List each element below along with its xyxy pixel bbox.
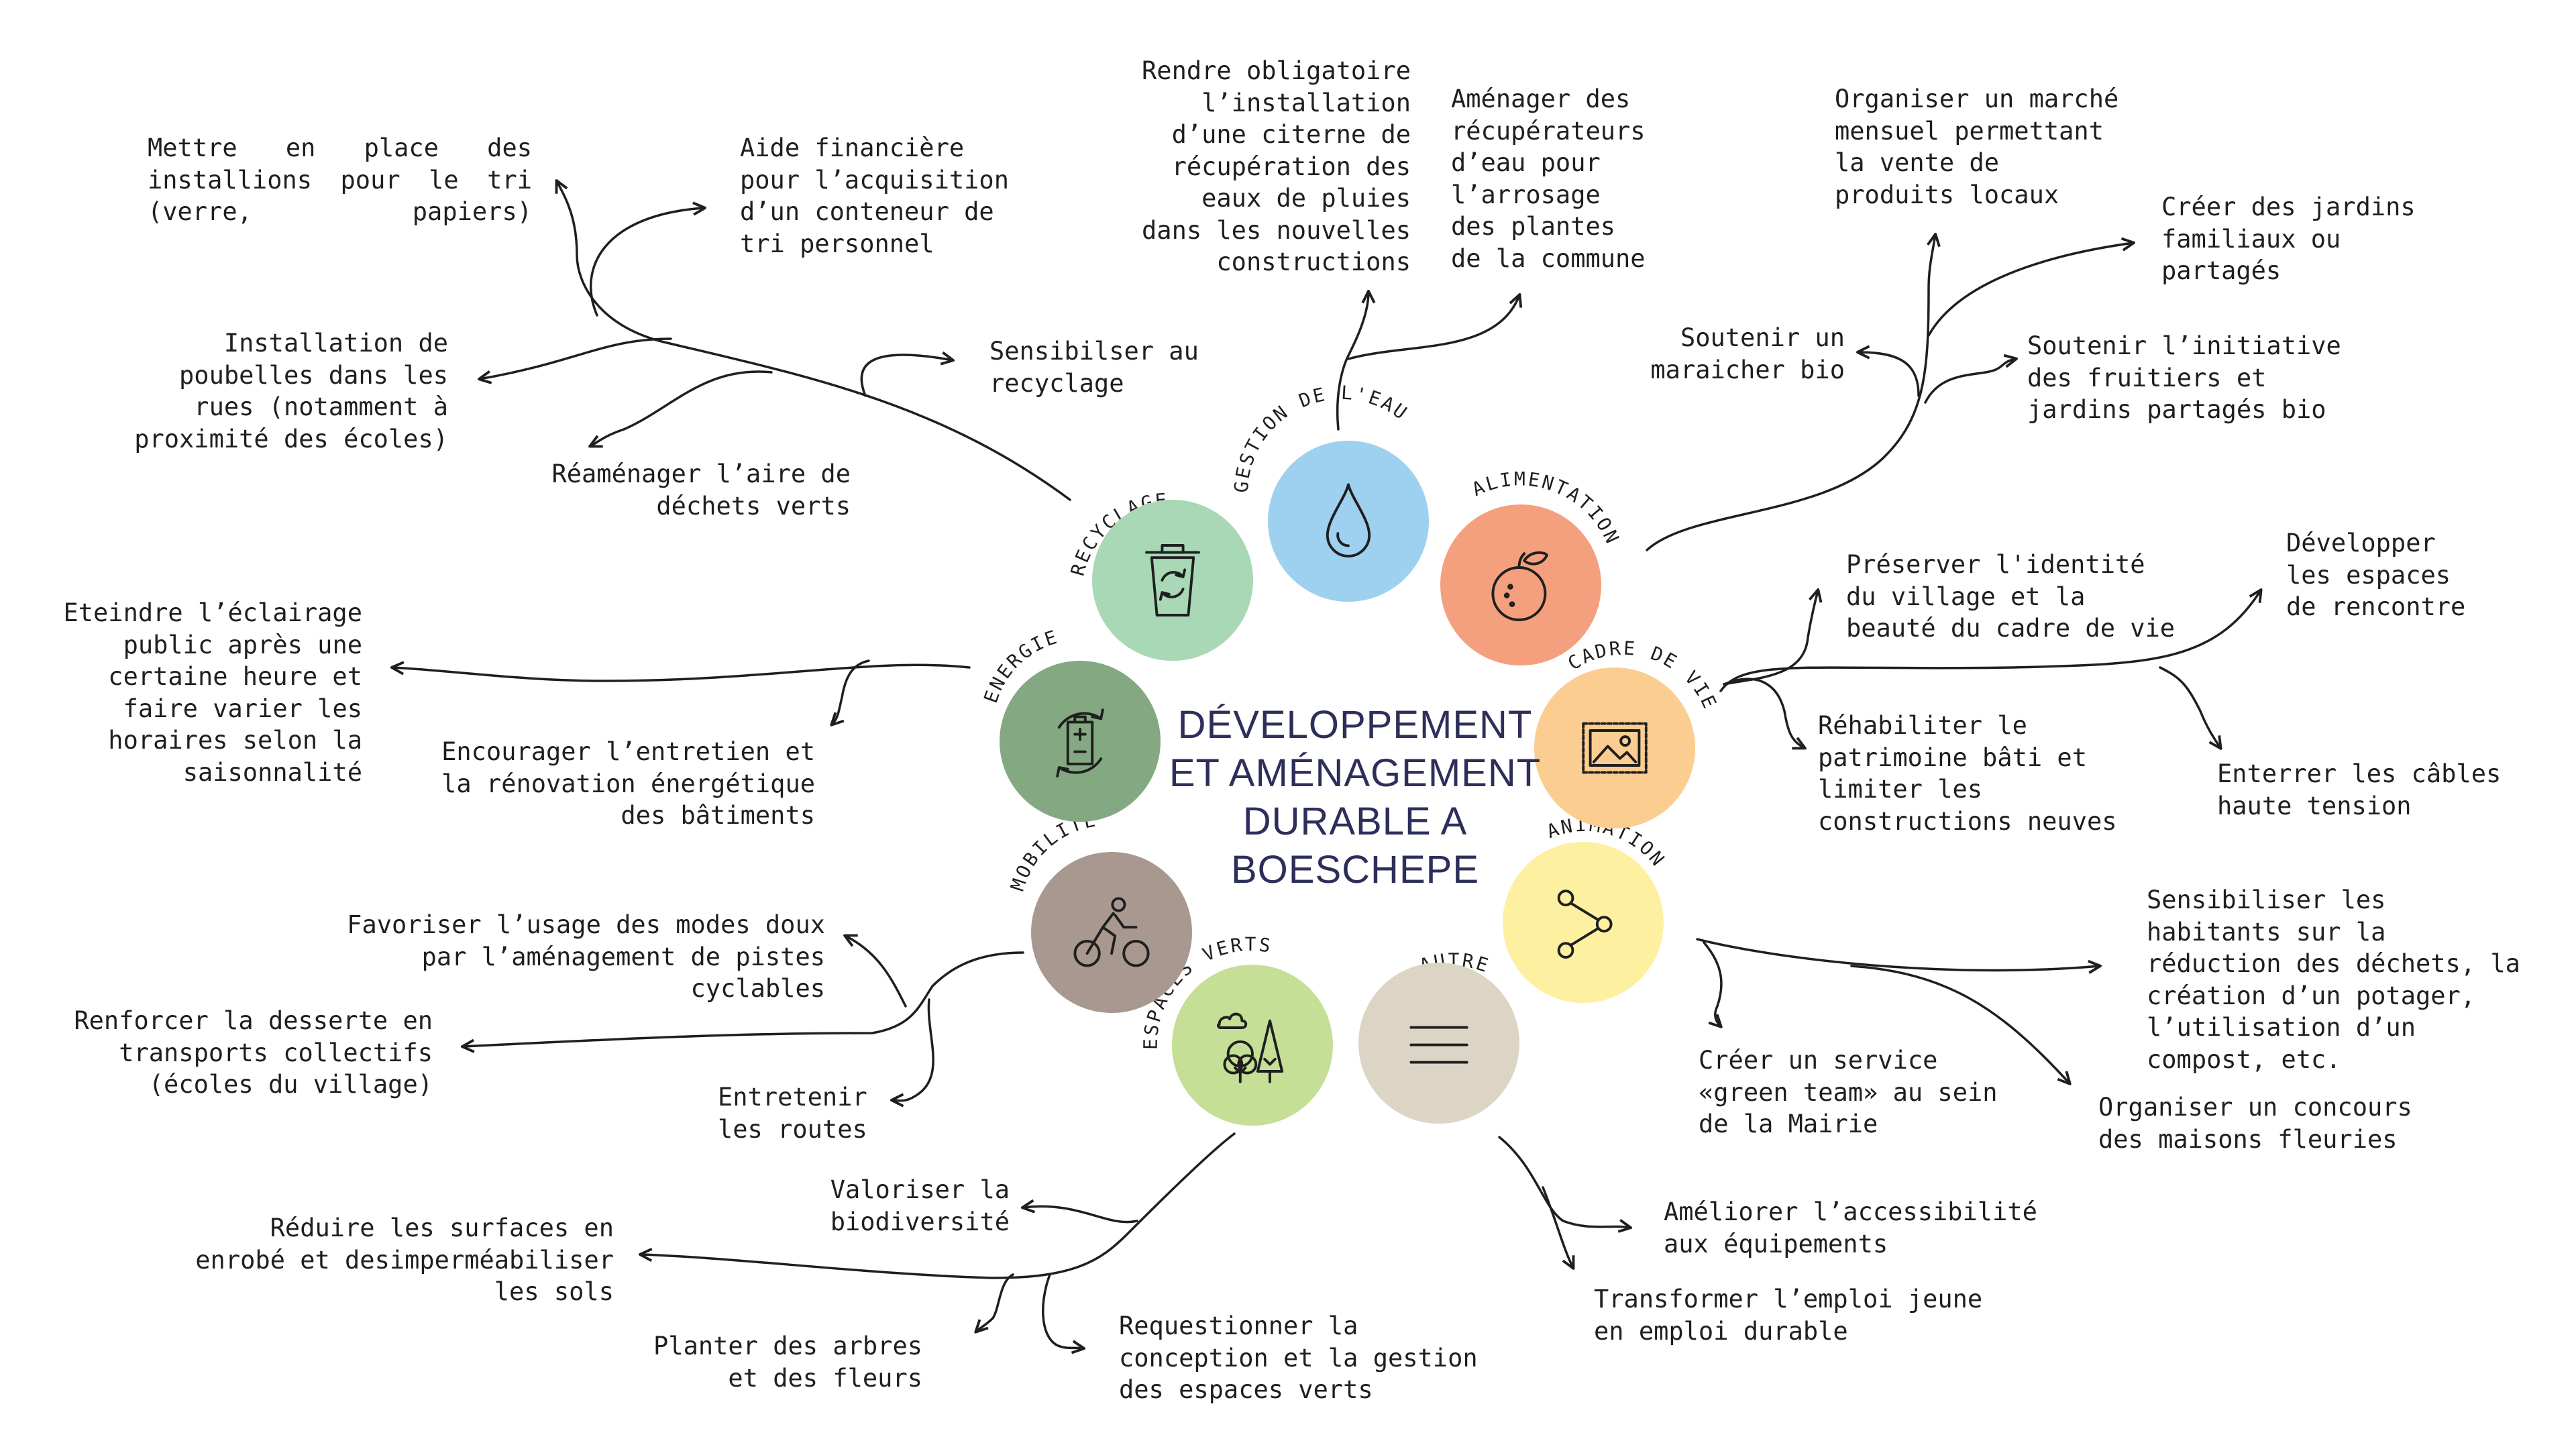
arrow-espaces-main: [638, 1132, 1236, 1279]
action-espaces-valoriser: Valoriser la biodiversité: [830, 1175, 1010, 1236]
central-title: DÉVELOPPEMENT ET AMÉNAGEMENT DURABLE A B…: [1140, 701, 1570, 894]
action-recyclage-sensibiliser: Sensibilser au recyclage: [989, 337, 1199, 398]
title-line: ET AMÉNAGEMENT: [1169, 751, 1542, 795]
arrow-autre-emploi: [1542, 1186, 1575, 1270]
arrow-eau-recup: [1347, 293, 1523, 360]
orange-fruit-icon: [1491, 551, 1548, 621]
arrow-anim-concours: [1850, 965, 2072, 1085]
action-cadre-rehabiliter: Réhabiliter le patrimoine bâti et limite…: [1818, 711, 2117, 836]
title-line: BOESCHEPE: [1231, 848, 1479, 892]
action-eau-recup: Aménager des récupérateurs d’eau pour l’…: [1451, 85, 1646, 273]
arrow-alim-main: [1646, 232, 1941, 551]
category-circle-energie: [1000, 661, 1161, 822]
action-espaces-surfaces: Réduire les surfaces en enrobé et desimp…: [195, 1214, 614, 1306]
arrow-recyclage-poubelles: [477, 337, 672, 384]
arrow-espaces-valoriser: [1020, 1199, 1138, 1224]
menu-lines-icon: [1409, 1026, 1468, 1064]
category-circle-recyclage: [1092, 500, 1253, 661]
title-line: DURABLE A: [1242, 800, 1468, 843]
recycle-bin-icon: [1145, 544, 1200, 616]
arrow-cadre-cables: [2159, 666, 2222, 750]
battery-cycle-icon: [1056, 708, 1104, 777]
landscape-picture-icon: [1582, 722, 1648, 774]
action-alim-jardins: Créer des jardins familiaux ou partagés: [2161, 193, 2416, 285]
arrow-recyclage-tri: [555, 179, 1071, 501]
arrow-mob-routes: [890, 998, 934, 1108]
arrow-alim-jardins: [1927, 237, 2136, 337]
action-eau-citerne: Rendre obligatoire l’installation d’une …: [1142, 56, 1411, 276]
category-circle-alimentation: [1440, 504, 1601, 665]
arrow-energie-main: [390, 661, 971, 682]
action-mob-routes: Entretenir les routes: [718, 1083, 867, 1144]
arrow-eau-citerne: [1336, 289, 1376, 431]
share-nodes-icon: [1557, 890, 1613, 959]
arrow-espaces-planter: [974, 1273, 1014, 1334]
action-energie-eclairage: Eteindre l’éclairage public après une ce…: [63, 598, 362, 787]
water-drop-icon: [1326, 483, 1371, 557]
action-recyclage-aide: Aide financière pour l’acquisition d’un …: [740, 133, 1009, 258]
action-alim-fruitiers: Soutenir l’initiative des fruitiers et j…: [2027, 331, 2341, 424]
action-autre-emploi: Transformer l’emploi jeune en emploi dur…: [1594, 1285, 1983, 1346]
category-circle-cadre: [1534, 667, 1695, 828]
arrow-cadre-main: [1719, 588, 2263, 692]
action-recyclage-dechets: Réaménager l’aire de déchets verts: [551, 460, 851, 521]
action-anim-sensibiliser: Sensibiliser les habitants sur la réduct…: [2147, 885, 2520, 1074]
arrow-anim-green: [1703, 941, 1723, 1028]
category-circle-autre: [1358, 963, 1519, 1124]
arrow-alim-fruitiers: [1924, 354, 2019, 404]
action-alim-marche: Organiser un marché mensuel permettant l…: [1835, 85, 2119, 209]
action-cadre-cables: Enterrer les câbles haute tension: [2217, 759, 2502, 820]
title-line: DÉVELOPPEMENT: [1177, 703, 1533, 747]
action-anim-green: Créer un service «green team» au sein de…: [1699, 1046, 1998, 1138]
action-recyclage-poubelles: Installation de poubelles dans les rues …: [134, 329, 448, 453]
arrow-recyclage-aide: [590, 201, 707, 317]
action-energie-renovation: Encourager l’entretien et la rénovation …: [441, 737, 815, 830]
arrow-cadre-rehabiliter: [1723, 678, 1807, 750]
arrow-autre-access: [1498, 1136, 1633, 1233]
arrow-alim-maraicher: [1856, 345, 1920, 397]
arrow-energie-rennov: [830, 659, 870, 727]
category-circle-eau: [1268, 441, 1429, 602]
trees-cloud-icon: [1216, 1012, 1284, 1083]
category-circle-animation: [1503, 842, 1664, 1003]
action-alim-maraicher: Soutenir un maraicher bio: [1650, 323, 1845, 384]
action-cadre-preserver: Préserver l'identité du village et la be…: [1846, 550, 2176, 643]
arrow-mob-main: [460, 951, 1024, 1053]
arrow-espaces-requestionner: [1042, 1273, 1086, 1354]
action-recyclage-tri: Mettre en place des installions pour le …: [148, 133, 532, 226]
action-cadre-developper: Développer les espaces de rencontre: [2286, 529, 2466, 621]
arrow-recyclage-dechets: [588, 370, 773, 448]
action-espaces-planter: Planter des arbres et des fleurs: [653, 1332, 922, 1393]
action-espaces-requestionner: Requestionner la conception et la gestio…: [1119, 1311, 1478, 1404]
cyclist-icon: [1073, 897, 1150, 967]
arrow-anim-main: [1696, 938, 2102, 974]
action-autre-accessibilite: Améliorer l’accessibilité aux équipement…: [1664, 1197, 2037, 1258]
category-circle-espaces: [1172, 965, 1333, 1126]
arrow-mob-doux: [843, 934, 907, 1008]
arrow-recyclage-sensibiliser: [860, 351, 955, 397]
action-mob-doux: Favoriser l’usage des modes doux par l’a…: [347, 910, 825, 1003]
action-mob-transports: Renforcer la desserte en transports coll…: [74, 1006, 433, 1099]
category-circle-mobilite: [1031, 852, 1192, 1013]
action-anim-concours: Organiser un concours des maisons fleuri…: [2098, 1093, 2412, 1154]
